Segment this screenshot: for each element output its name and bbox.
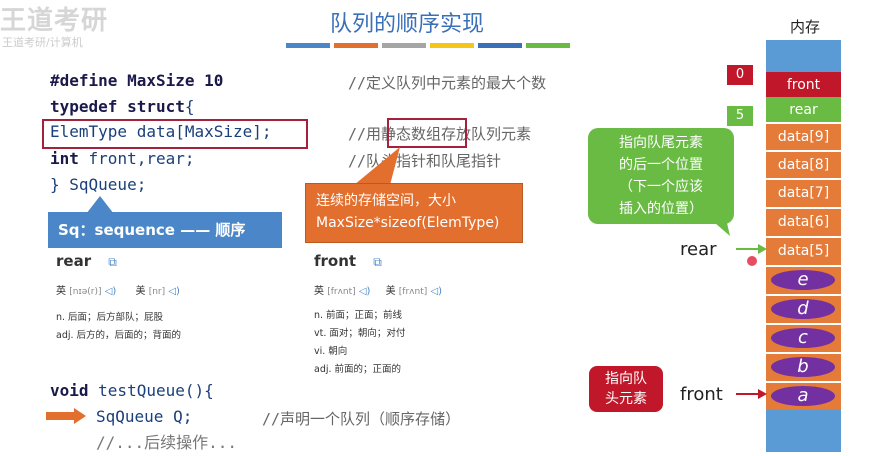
us-phonetic: [frʌnt] [398, 287, 428, 297]
callout-line: MaxSize*sizeof(ElemType) [316, 215, 500, 231]
slide-title: 队列的顺序实现 [330, 12, 485, 37]
code-keyword: typedef struct [50, 97, 185, 116]
color-bar [286, 43, 330, 48]
definition-line: adj. 后方的，后面的；背面的 [56, 330, 182, 341]
bubble-line: 指向队尾元素 [619, 135, 703, 151]
code-comment-define: //定义队列中元素的最大个数 [348, 74, 547, 92]
element-a: a [771, 386, 835, 406]
color-bar [334, 43, 378, 48]
code-comment-declare: //声明一个队列（顺序存储） [262, 410, 461, 428]
code-text: testQueue(){ [88, 381, 214, 400]
uk-phonetic: [frʌnt] [327, 287, 356, 297]
sequence-callout: Sq：sequence —— 顺序 [48, 212, 282, 248]
memory-cell-element: b [766, 352, 841, 381]
code-text: front,rear; [78, 149, 195, 168]
front-value-badge: 0 [727, 65, 753, 85]
uk-label: 英 [314, 286, 324, 297]
element-b: b [771, 357, 835, 377]
code-line-declare: SqQueue Q; [96, 407, 193, 426]
bubble-line: 的后一个位置 [619, 157, 703, 173]
arrow-right-icon [46, 408, 86, 424]
dictionary-word: rear [56, 252, 92, 270]
label-line: 头元素 [605, 391, 647, 407]
us-label: 美 [135, 286, 146, 297]
front-pointer-label: front [680, 384, 723, 405]
code-line-typename: } SqQueue; [50, 175, 147, 194]
pronunciation-row: 英 [nɪə(r)] ◁) 美 [nr] ◁) [56, 282, 220, 297]
label-line: 指向队 [605, 371, 647, 387]
memory-cell-data: data[6] [766, 207, 841, 236]
pronunciation-row: 英 [frʌnt] ◁) 美 [frʌnt] ◁) [314, 282, 478, 297]
memory-cell-data: data[9] [766, 122, 841, 150]
watermark-subtitle: 王道考研/计算机 [2, 36, 83, 49]
dictionary-card-rear: rear ⧉ 英 [nɪə(r)] ◁) 美 [nr] ◁) n. 后面；后方部… [56, 252, 220, 356]
speaker-icon[interactable]: ◁) [430, 286, 443, 297]
memory-cell-data: data[8] [766, 150, 841, 178]
code-keyword: int [50, 149, 79, 168]
code-keyword: #define [50, 71, 118, 90]
color-bar [382, 43, 426, 48]
memory-cell-data: data[5] [766, 236, 841, 265]
definition-line: n. 后面；后方部队；屁股 [56, 312, 164, 323]
memory-cell-rear: rear [766, 97, 841, 123]
color-bar [430, 43, 474, 48]
element-d: d [771, 299, 835, 319]
code-line-pointers: int front,rear; [50, 146, 195, 172]
code-line-define: #define MaxSize 10 [50, 68, 223, 94]
code-line-data: ElemType data[MaxSize]; [50, 122, 272, 141]
front-explanation-label: 指向队 头元素 [589, 366, 663, 412]
memory-cell-element: e [766, 265, 841, 294]
bookmark-icon[interactable]: ⧉ [108, 255, 117, 269]
color-bar [478, 43, 522, 48]
definition-line: vt. 面对；朝向；对付 [314, 328, 406, 339]
front-pointer-arrow [736, 389, 767, 399]
code-line-func: void testQueue(){ [50, 378, 214, 404]
us-label: 美 [385, 286, 396, 297]
callout-line: 连续的存储空间，大小 [316, 193, 456, 209]
memory-cell-element: c [766, 323, 841, 352]
definition-line: adj. 前面的；正面的 [314, 364, 402, 375]
element-e: e [771, 270, 835, 290]
rear-explanation-bubble: 指向队尾元素 的后一个位置 （下一个应该 插入的位置） [588, 128, 734, 224]
storage-size-callout: 连续的存储空间，大小 MaxSize*sizeof(ElemType) [305, 183, 523, 243]
rear-pointer-label: rear [680, 239, 717, 260]
rear-pointer-arrow [736, 244, 767, 254]
dictionary-word: front [314, 252, 357, 270]
uk-phonetic: [nɪə(r)] [69, 287, 102, 297]
us-phonetic: [nr] [148, 287, 166, 297]
rear-value-badge: 5 [727, 106, 753, 126]
static-array-highlight-box [387, 118, 467, 148]
definition-line: vi. 朝向 [314, 346, 348, 357]
dictionary-card-front: front ⧉ 英 [frʌnt] ◁) 美 [frʌnt] ◁) n. 前面；… [314, 252, 478, 380]
definition-line: n. 前面；正面；前线 [314, 310, 403, 321]
code-keyword: void [50, 381, 89, 400]
color-bar [526, 43, 570, 48]
speaker-icon[interactable]: ◁) [104, 286, 117, 297]
uk-label: 英 [56, 286, 66, 297]
bookmark-icon[interactable]: ⧉ [373, 255, 382, 269]
code-comment-data: //用静态数组存放队列元素 [348, 125, 532, 143]
memory-cell-element: d [766, 294, 841, 323]
memory-cell-element: a [766, 381, 841, 410]
code-text: MaxSize 10 [117, 71, 224, 90]
element-c: c [771, 328, 835, 348]
memory-cell-data: data[7] [766, 178, 841, 207]
speaker-icon[interactable]: ◁) [168, 286, 180, 297]
bubble-line: （下一个应该 [619, 179, 703, 195]
callout-pointer [86, 196, 114, 214]
speaker-icon[interactable]: ◁) [358, 286, 371, 297]
data-array-highlight-box [42, 119, 308, 149]
memory-cell-front: front [766, 72, 841, 98]
cursor-dot [747, 256, 757, 266]
callout-pointer [354, 147, 400, 185]
title-color-bars [286, 43, 570, 48]
bubble-line: 插入的位置） [619, 201, 703, 217]
code-line-rest: //...后续操作... [96, 433, 238, 452]
code-line-typedef: typedef struct{ [50, 94, 195, 120]
code-text: { [184, 97, 195, 116]
watermark-logo: 王道考研 [0, 6, 109, 36]
memory-title: 内存 [790, 18, 821, 36]
